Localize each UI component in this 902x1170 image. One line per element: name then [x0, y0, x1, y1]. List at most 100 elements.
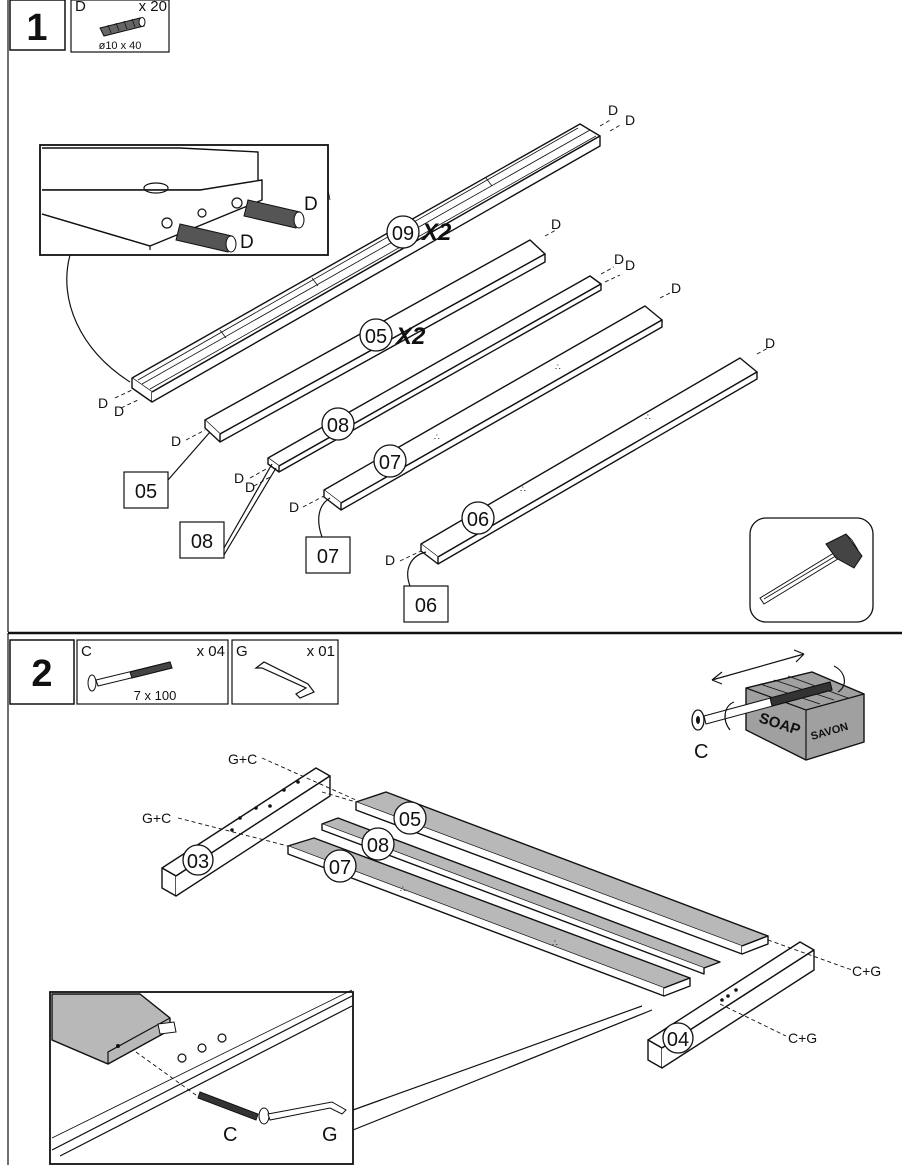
part-code: 07: [329, 857, 351, 879]
board-09: [131, 123, 601, 403]
part-code: 08: [327, 415, 349, 437]
dowel-detail-inset: D D: [39, 144, 329, 256]
svg-text:∴: ∴: [555, 362, 561, 372]
part-code: 09: [392, 223, 414, 245]
dowel-icon: [99, 17, 146, 37]
inset-letter-d-2: D: [240, 232, 254, 253]
dowel-label: D: [171, 433, 181, 449]
boxed-label-05: 05: [123, 431, 211, 509]
dowel-markers: D D D D D D D D D D D D D D: [98, 102, 775, 568]
joint-label: C+G: [852, 963, 881, 979]
step-1-number-box: [9, 0, 66, 51]
hardware-box-dowel: D x 20 ø10 x 40: [70, 0, 170, 53]
dowel-label: D: [671, 280, 681, 296]
step-2-number: 2: [31, 653, 52, 695]
part-callout-07: 07: [373, 444, 407, 478]
part-code: 05: [365, 326, 387, 348]
panel-05: [355, 791, 769, 955]
dowel-label: D: [625, 257, 635, 273]
part-code: 08: [367, 835, 389, 857]
leg-04: [647, 941, 815, 1069]
dowel-icon: [243, 199, 305, 229]
dowel-label: D: [385, 552, 395, 568]
boxed-label-text: 05: [135, 481, 157, 503]
step-1-number: 1: [26, 7, 47, 49]
dowel-label: D: [765, 335, 775, 351]
dowel-label: D: [625, 112, 635, 128]
hardware-letter-g: G: [236, 643, 248, 660]
panel-07: ∴ ∴: [287, 837, 691, 997]
allen-key-icon: [267, 1101, 347, 1121]
dowel-label: D: [551, 216, 561, 232]
part-callout-08: 08: [321, 407, 355, 441]
part-callout-07: 07: [323, 849, 357, 883]
boxed-label-08: 08: [179, 463, 277, 559]
dowel-label: D: [98, 395, 108, 411]
soap-lubrication-illustration: SOAP SAVON C: [691, 649, 865, 763]
allen-key-icon: [254, 661, 315, 699]
hardware-box-bolt: C x 04 7 x 100: [76, 639, 229, 705]
inset-leader-lines: [352, 1005, 653, 1131]
dowel-label: D: [114, 403, 124, 419]
hardware-qty-d: x 20: [139, 0, 167, 15]
inset-letter-d-1: D: [304, 194, 318, 215]
part-callout-03: 03: [182, 844, 214, 876]
dowel-label: D: [234, 470, 244, 486]
step-2-number-box: [9, 639, 75, 705]
part-multiplier: X2: [420, 219, 452, 246]
boxed-label-text: 06: [415, 595, 437, 617]
svg-text:∴: ∴: [434, 432, 440, 442]
part-code: 04: [667, 1029, 689, 1051]
hardware-size-d: ø10 x 40: [99, 40, 142, 52]
hardware-letter-c: C: [81, 643, 92, 660]
hammer-icon: [759, 533, 863, 605]
dowel-label: D: [608, 102, 618, 118]
dowel-icon: [175, 223, 237, 253]
hardware-letter-d: D: [75, 0, 86, 15]
soap-bolt-letter: C: [694, 741, 708, 763]
double-arrow: [711, 653, 805, 681]
part-callout-09: 09 X2: [386, 215, 452, 249]
part-callout-08: 08: [361, 827, 395, 861]
hardware-size-c: 7 x 100: [134, 688, 177, 703]
part-code: 03: [187, 851, 209, 873]
svg-text:∴: ∴: [400, 884, 406, 894]
step-2: 2 C x 04 7 x 100 G x 01: [7, 633, 881, 1165]
boxed-label-07: 07: [305, 497, 351, 574]
joint-label: G+C: [228, 751, 257, 767]
part-callout-05: 05 X2: [359, 318, 426, 352]
panel-08: [321, 817, 721, 975]
boxed-label-text: 07: [317, 546, 339, 568]
bolt-detail-inset: C G: [49, 989, 354, 1165]
part-callout-05: 05: [393, 801, 427, 835]
svg-text:∴: ∴: [645, 412, 651, 422]
joint-label: G+C: [142, 810, 171, 826]
boxed-label-06: 06: [403, 551, 449, 623]
hammer-tool-box: [749, 517, 874, 623]
soap-bar-icon: SOAP SAVON: [745, 671, 865, 761]
inset-leader-line: [66, 254, 131, 383]
hardware-qty-c: x 04: [197, 643, 225, 660]
inset-letter-c: C: [223, 1124, 237, 1146]
assembly-guide-lines: [177, 757, 853, 1037]
board-06: ∴ ∴: [420, 357, 758, 565]
part-callout-04: 04: [662, 1022, 694, 1054]
dowel-label: D: [289, 499, 299, 515]
svg-text:∴: ∴: [552, 938, 558, 948]
part-code: 07: [379, 452, 401, 474]
bolt-icon: [691, 681, 833, 731]
bolt-icon: [87, 661, 173, 692]
inset-letter-g: G: [322, 1124, 338, 1146]
board-07: ∴ ∴: [323, 305, 663, 511]
step-1: 1 D x 20 ø10 x 40: [7, 0, 874, 632]
part-code: 06: [467, 509, 489, 531]
hardware-qty-g: x 01: [307, 643, 335, 660]
part-code: 05: [399, 809, 421, 831]
dowel-label: D: [245, 479, 255, 495]
part-callout-06: 06: [461, 501, 495, 535]
hardware-box-allen-key: G x 01: [231, 639, 339, 705]
joint-label: C+G: [788, 1030, 817, 1046]
boxed-label-text: 08: [191, 531, 213, 553]
